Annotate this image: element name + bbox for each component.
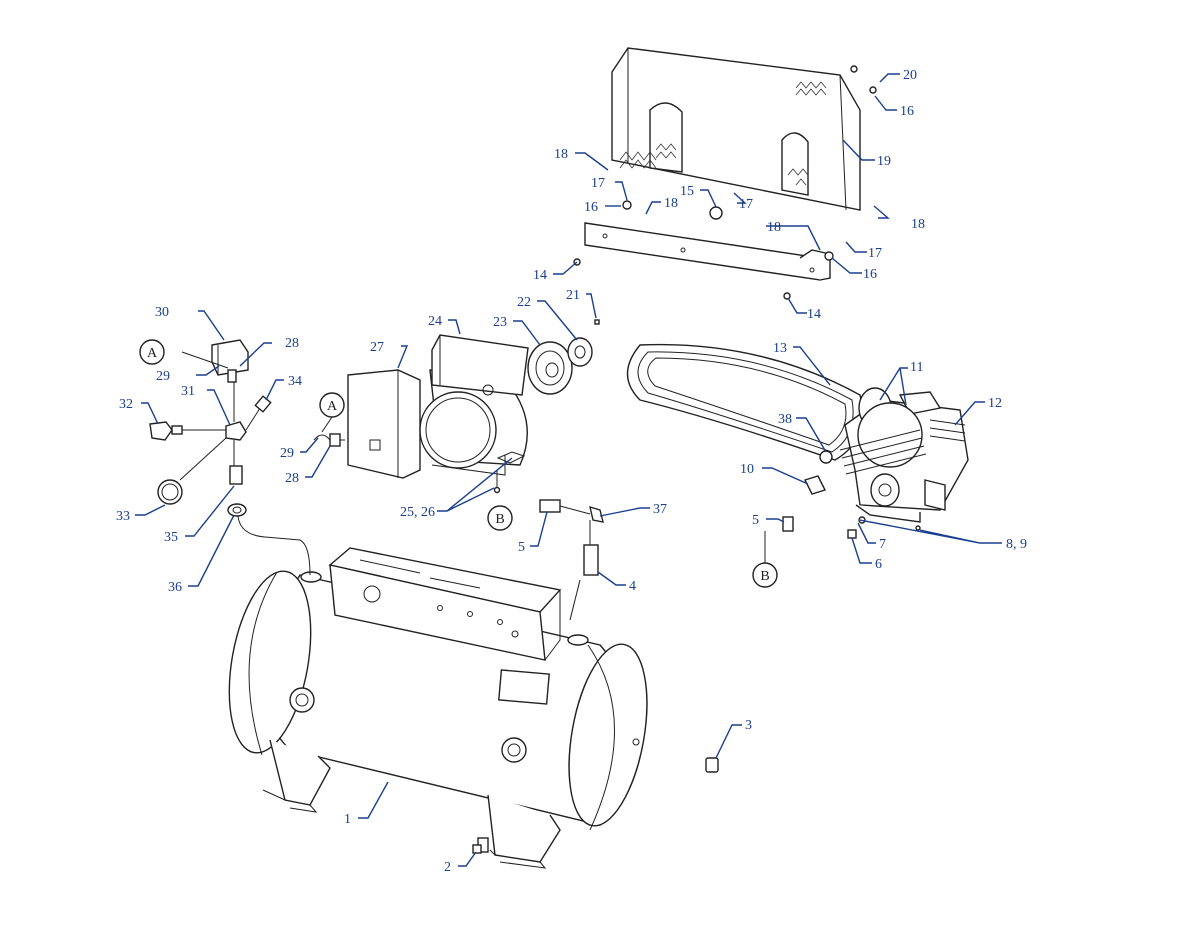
- nipple: [229, 465, 243, 485]
- compressor-pump: [819, 387, 969, 523]
- callout-18-bracket-left: 18: [664, 196, 678, 211]
- callout-14-left: 14: [533, 268, 547, 283]
- callout-17-right: 17: [868, 246, 882, 261]
- discharge-tube: [539, 499, 604, 621]
- connector-a-left: A: [139, 339, 165, 365]
- callout-37: 37: [653, 502, 667, 517]
- callout-8-9: 8, 9: [1006, 537, 1027, 552]
- callout-14-right: 14: [807, 307, 821, 322]
- callout-35: 35: [164, 530, 178, 545]
- callout-3: 3: [745, 718, 752, 733]
- callout-27: 27: [370, 340, 384, 355]
- callout-5-pump: 5: [752, 513, 759, 528]
- callout-31: 31: [181, 384, 195, 399]
- tube-nut: [227, 503, 247, 517]
- callout-13: 13: [773, 341, 787, 356]
- callout-29-switch: 29: [156, 369, 170, 384]
- callout-32: 32: [119, 397, 133, 412]
- callout-4: 4: [629, 579, 636, 594]
- tank-plug: [705, 757, 719, 773]
- callout-22: 22: [517, 295, 531, 310]
- belt-guard: [611, 47, 861, 211]
- callout-16-top: 16: [900, 104, 914, 119]
- callout-labels: 1 2 3 4 5 5 6 7 8, 9 10 11 12 13 14 14 1…: [116, 68, 1027, 875]
- callout-1: 1: [344, 812, 351, 827]
- motor-pulley: [527, 341, 573, 395]
- safety-valve: [149, 421, 183, 441]
- callout-16-right: 16: [863, 267, 877, 282]
- callout-36: 36: [168, 580, 182, 595]
- callout-19: 19: [877, 154, 891, 169]
- connector-b-tank: B: [487, 505, 513, 531]
- callout-24: 24: [428, 314, 442, 329]
- callout-28-motor: 28: [285, 471, 299, 486]
- callout-20: 20: [903, 68, 917, 83]
- callout-15: 15: [680, 184, 694, 199]
- air-tank: [228, 547, 648, 869]
- callout-21: 21: [566, 288, 580, 303]
- callout-7: 7: [879, 537, 886, 552]
- callout-38: 38: [778, 412, 792, 427]
- connector-a-left-label: A: [147, 346, 158, 361]
- check-fitting: [254, 395, 272, 413]
- unloader-tube: [237, 515, 311, 576]
- callout-28-switch: 28: [285, 336, 299, 351]
- callout-34: 34: [288, 374, 302, 389]
- pulley-hub: [567, 337, 593, 367]
- callout-30: 30: [155, 305, 169, 320]
- callout-5-tank: 5: [518, 540, 525, 555]
- pulley-key: [594, 319, 600, 325]
- callout-17-mid: 17: [739, 197, 753, 212]
- pressure-gauge: [157, 479, 183, 505]
- connector-b-pump-label: B: [760, 569, 769, 584]
- drain-valve: [472, 837, 489, 854]
- connector-b-pump: B: [752, 531, 778, 588]
- callout-18-guard-right: 18: [911, 217, 925, 232]
- pump-fittings: [782, 475, 921, 539]
- callout-12: 12: [988, 396, 1002, 411]
- callout-16-left: 16: [584, 200, 598, 215]
- connector-a-motor: A: [319, 392, 345, 433]
- callout-11: 11: [910, 360, 923, 375]
- callout-leaders: [135, 73, 1002, 867]
- callout-17-left: 17: [591, 176, 605, 191]
- callout-23: 23: [493, 315, 507, 330]
- pressure-switch: [181, 339, 249, 383]
- v-belt: [626, 343, 863, 461]
- manifold: [179, 382, 263, 481]
- connector-a-motor-label: A: [327, 399, 338, 414]
- callout-18-guard-left: 18: [554, 147, 568, 162]
- connector-b-tank-label: B: [495, 512, 504, 527]
- motor: [347, 334, 529, 479]
- callout-6: 6: [875, 557, 882, 572]
- callout-33: 33: [116, 509, 130, 524]
- callout-18-bracket-right: 18: [767, 220, 781, 235]
- unloader-tube-motor-side: [313, 433, 345, 447]
- callout-10: 10: [740, 462, 754, 477]
- callout-29-motor: 29: [280, 446, 294, 461]
- callout-2: 2: [444, 860, 451, 875]
- callout-25-26: 25, 26: [400, 505, 435, 520]
- motor-mount-hardware: [493, 451, 526, 494]
